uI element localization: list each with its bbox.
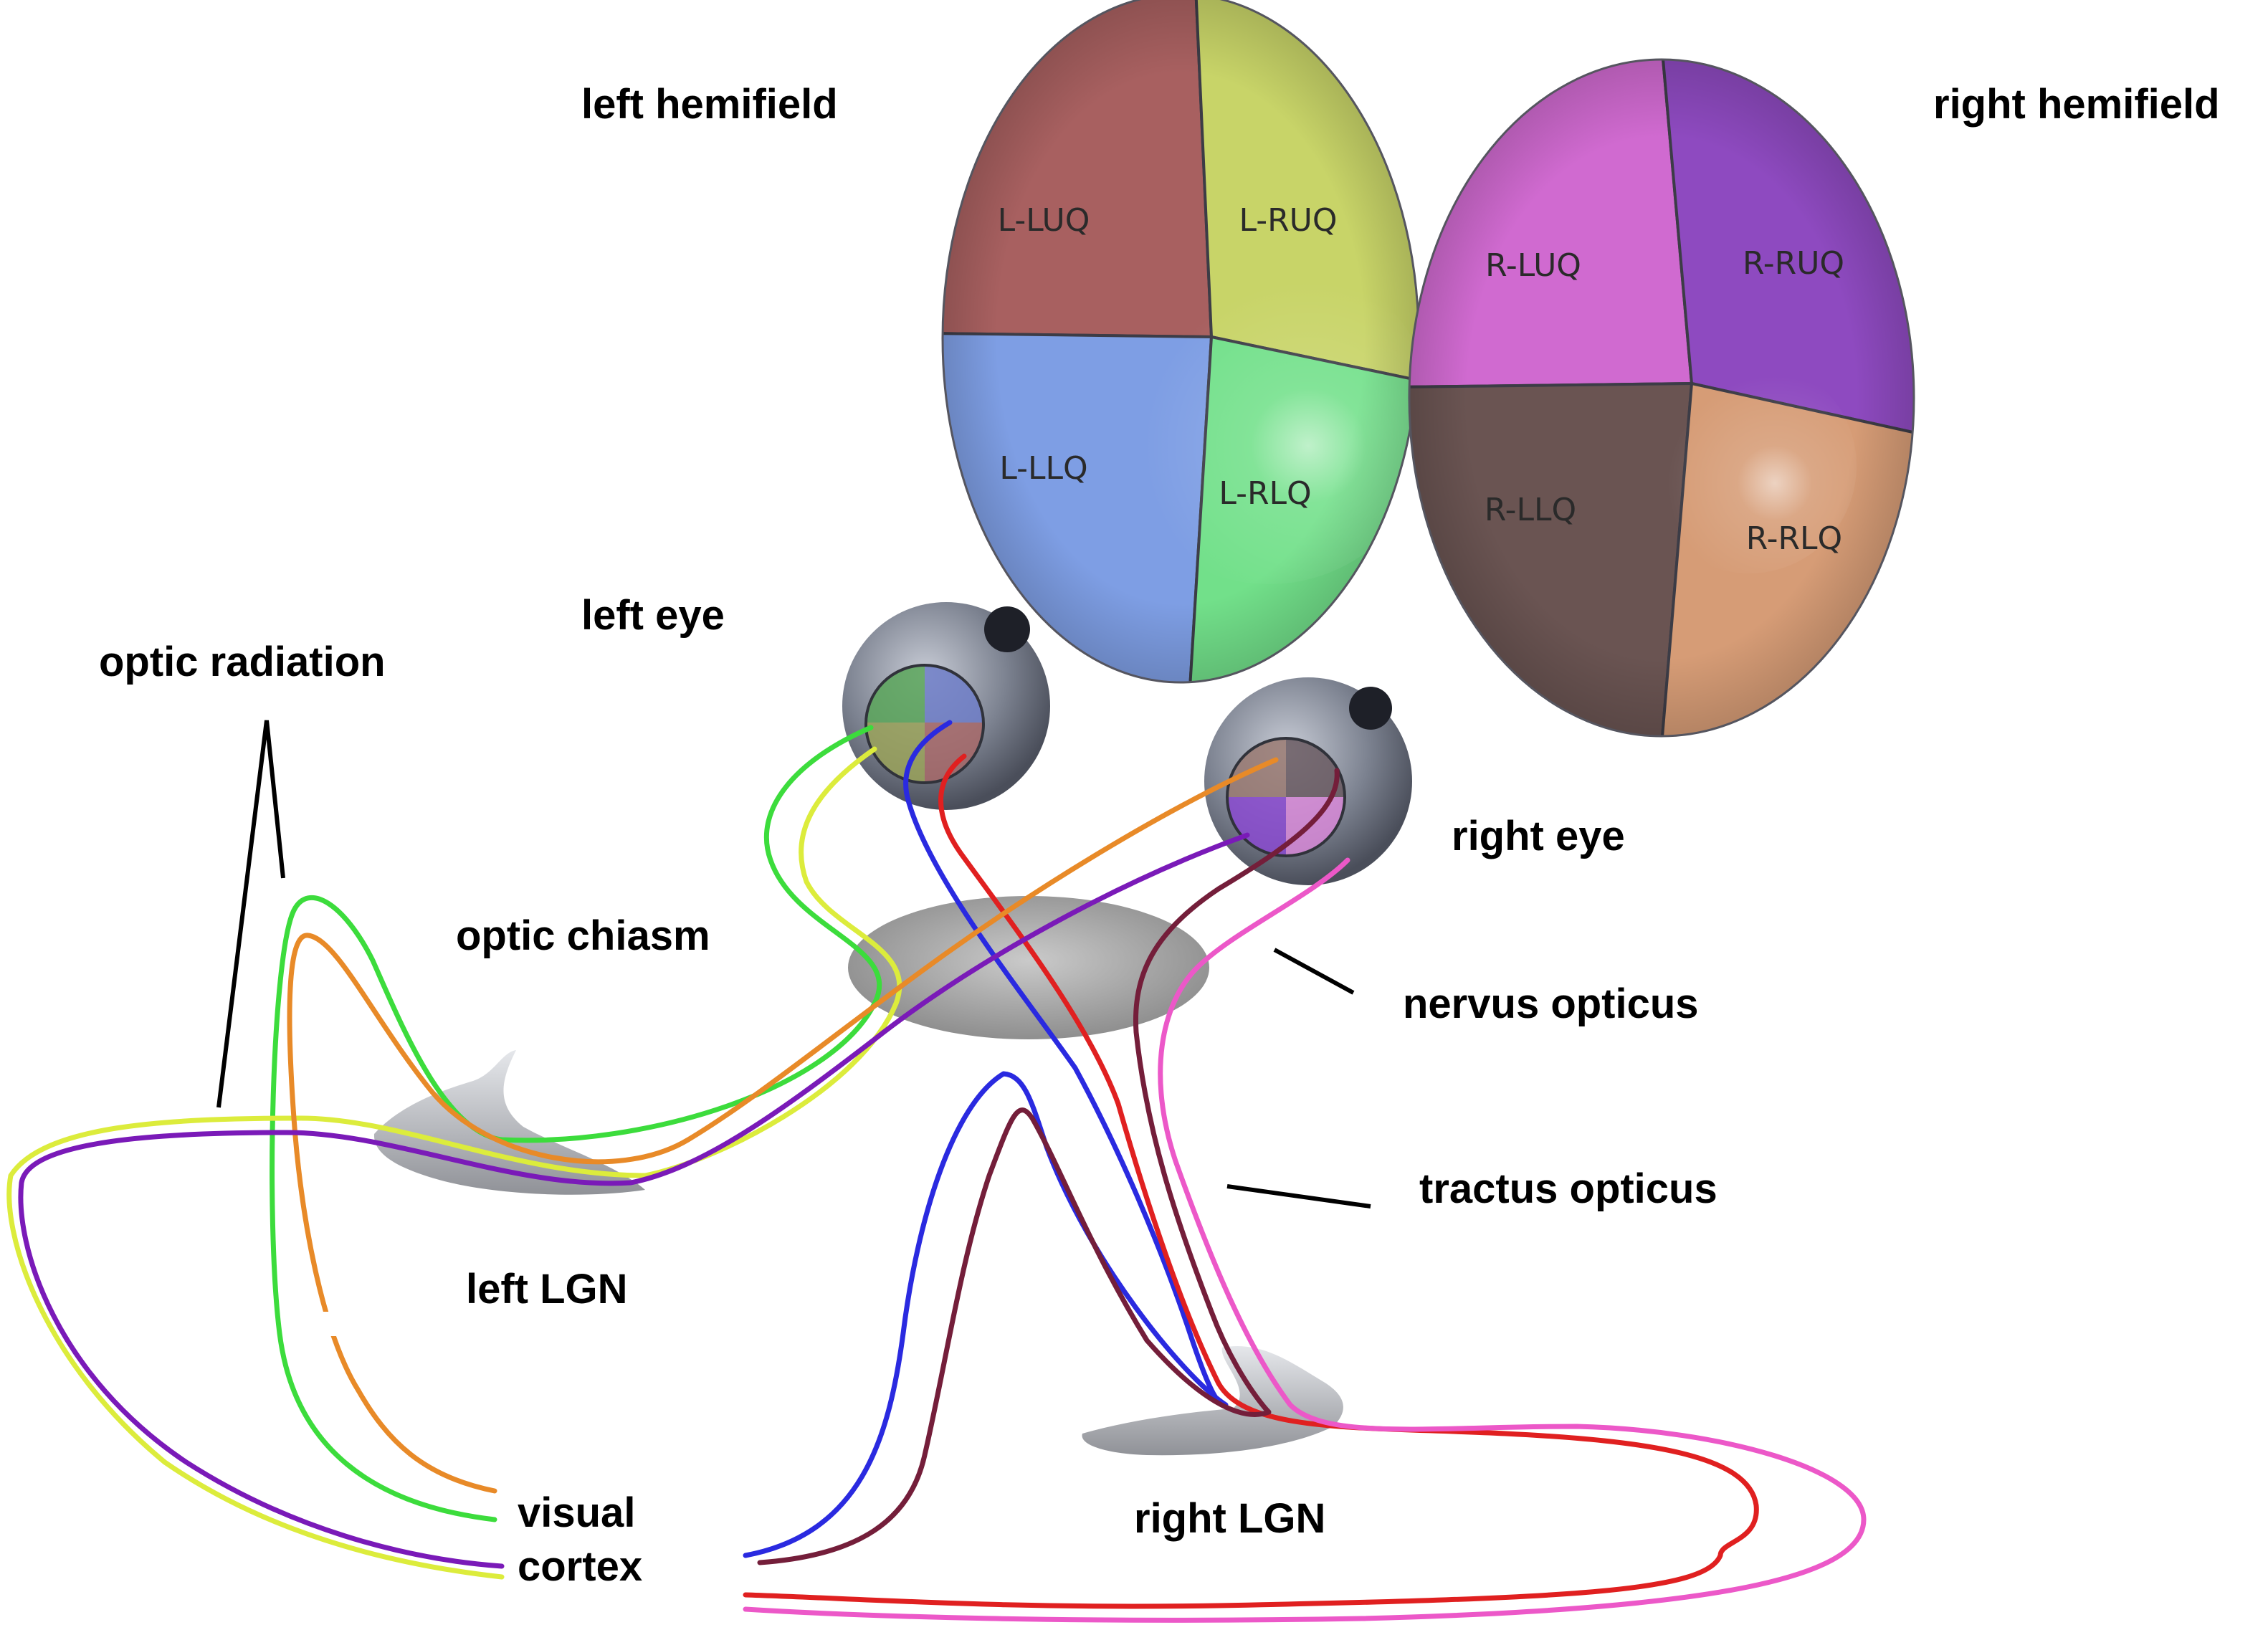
left-eye (842, 602, 1050, 810)
right-lgn-label: right LGN (1134, 1495, 1325, 1542)
optic-radiation-label: optic radiation (99, 639, 386, 685)
quadrant-label-r-llq: R-LLQ (1485, 492, 1576, 528)
left-hemifield-label: left hemifield (581, 81, 838, 128)
quadrant-label-l-luq: L-LUQ (998, 202, 1090, 239)
right-hemifield-label: right hemifield (1933, 81, 2220, 128)
optic-chiasm (848, 896, 1209, 1039)
optic-chiasm-label: optic chiasm (456, 912, 710, 959)
radiation-gap (321, 1312, 364, 1336)
quadrant-label-r-luq: R-LUQ (1485, 247, 1581, 284)
right-eye-label: right eye (1452, 813, 1625, 859)
fiber-yellow (6, 746, 902, 1580)
quadrant-label-l-ruq: L-RUQ (1239, 202, 1337, 239)
quadrant-label-r-ruq: R-RUQ (1743, 245, 1844, 282)
tractus-opticus-label: tractus opticus (1419, 1166, 1717, 1212)
tractus-opticus-pointer (1226, 1184, 1371, 1209)
left-lgn-label: left LGN (466, 1266, 628, 1312)
fiber-pink (743, 857, 1867, 1623)
quadrant-label-l-llq: L-LLQ (999, 450, 1087, 487)
fiber-green (270, 725, 882, 1522)
right-lgn-body (1082, 1346, 1343, 1456)
right-hemifield-ellipse (1409, 59, 1914, 736)
visual-cortex-label-line1: visual (518, 1489, 635, 1536)
quadrant-label-r-rlq: R-RLQ (1746, 520, 1842, 557)
quadrant-label-l-rlq: L-RLQ (1219, 475, 1311, 512)
right-eye (1204, 677, 1412, 885)
nervus-opticus-label: nervus opticus (1403, 981, 1699, 1027)
optic-radiation-pointer (216, 720, 285, 1108)
right-hemifield-outline (1408, 58, 1915, 738)
fiber-maroon (757, 768, 1340, 1565)
fiber-blue (743, 720, 1229, 1558)
visual-cortex-label-line2: cortex (518, 1543, 642, 1590)
fiber-purple (18, 832, 1250, 1569)
fiber-red (743, 753, 1759, 1609)
nervus-opticus-pointer (1273, 948, 1355, 995)
left-eye-label: left eye (581, 592, 725, 639)
